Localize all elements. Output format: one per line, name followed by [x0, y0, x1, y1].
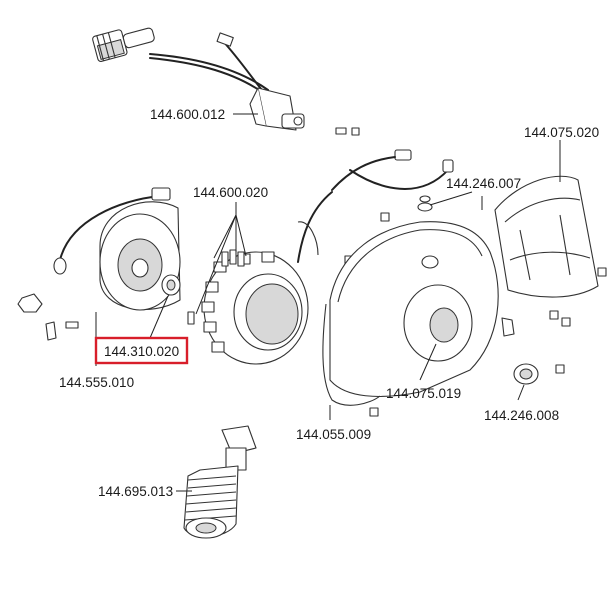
label-fitting[interactable]: 144.695.013	[98, 484, 173, 499]
label-nut[interactable]: 144.310.020	[104, 344, 179, 359]
ignition-coil-drawing	[92, 27, 305, 131]
small-parts-drawing	[331, 127, 607, 417]
label-screw-cover[interactable]: 144.246.007	[446, 176, 521, 191]
label-ignition-coil[interactable]: 144.600.012	[150, 107, 225, 122]
label-cover-right[interactable]: 144.075.020	[524, 125, 599, 140]
crankcase-cover-drawing	[322, 221, 539, 406]
label-crankcase-cover[interactable]: 144.075.019	[386, 386, 461, 401]
label-flywheel[interactable]: 144.555.010	[59, 375, 134, 390]
label-plug[interactable]: 144.246.008	[484, 408, 559, 423]
label-stator[interactable]: 144.600.020	[193, 185, 268, 200]
cover-right-drawing	[494, 175, 599, 298]
flywheel-drawing	[17, 187, 181, 341]
highlight-box	[94, 336, 189, 365]
part-labels: 144.600.012 144.075.020 144.246.007 144.…	[59, 107, 599, 499]
stator-drawing	[187, 191, 333, 365]
label-gasket[interactable]: 144.055.009	[296, 427, 371, 442]
fitting-drawing	[183, 425, 257, 539]
